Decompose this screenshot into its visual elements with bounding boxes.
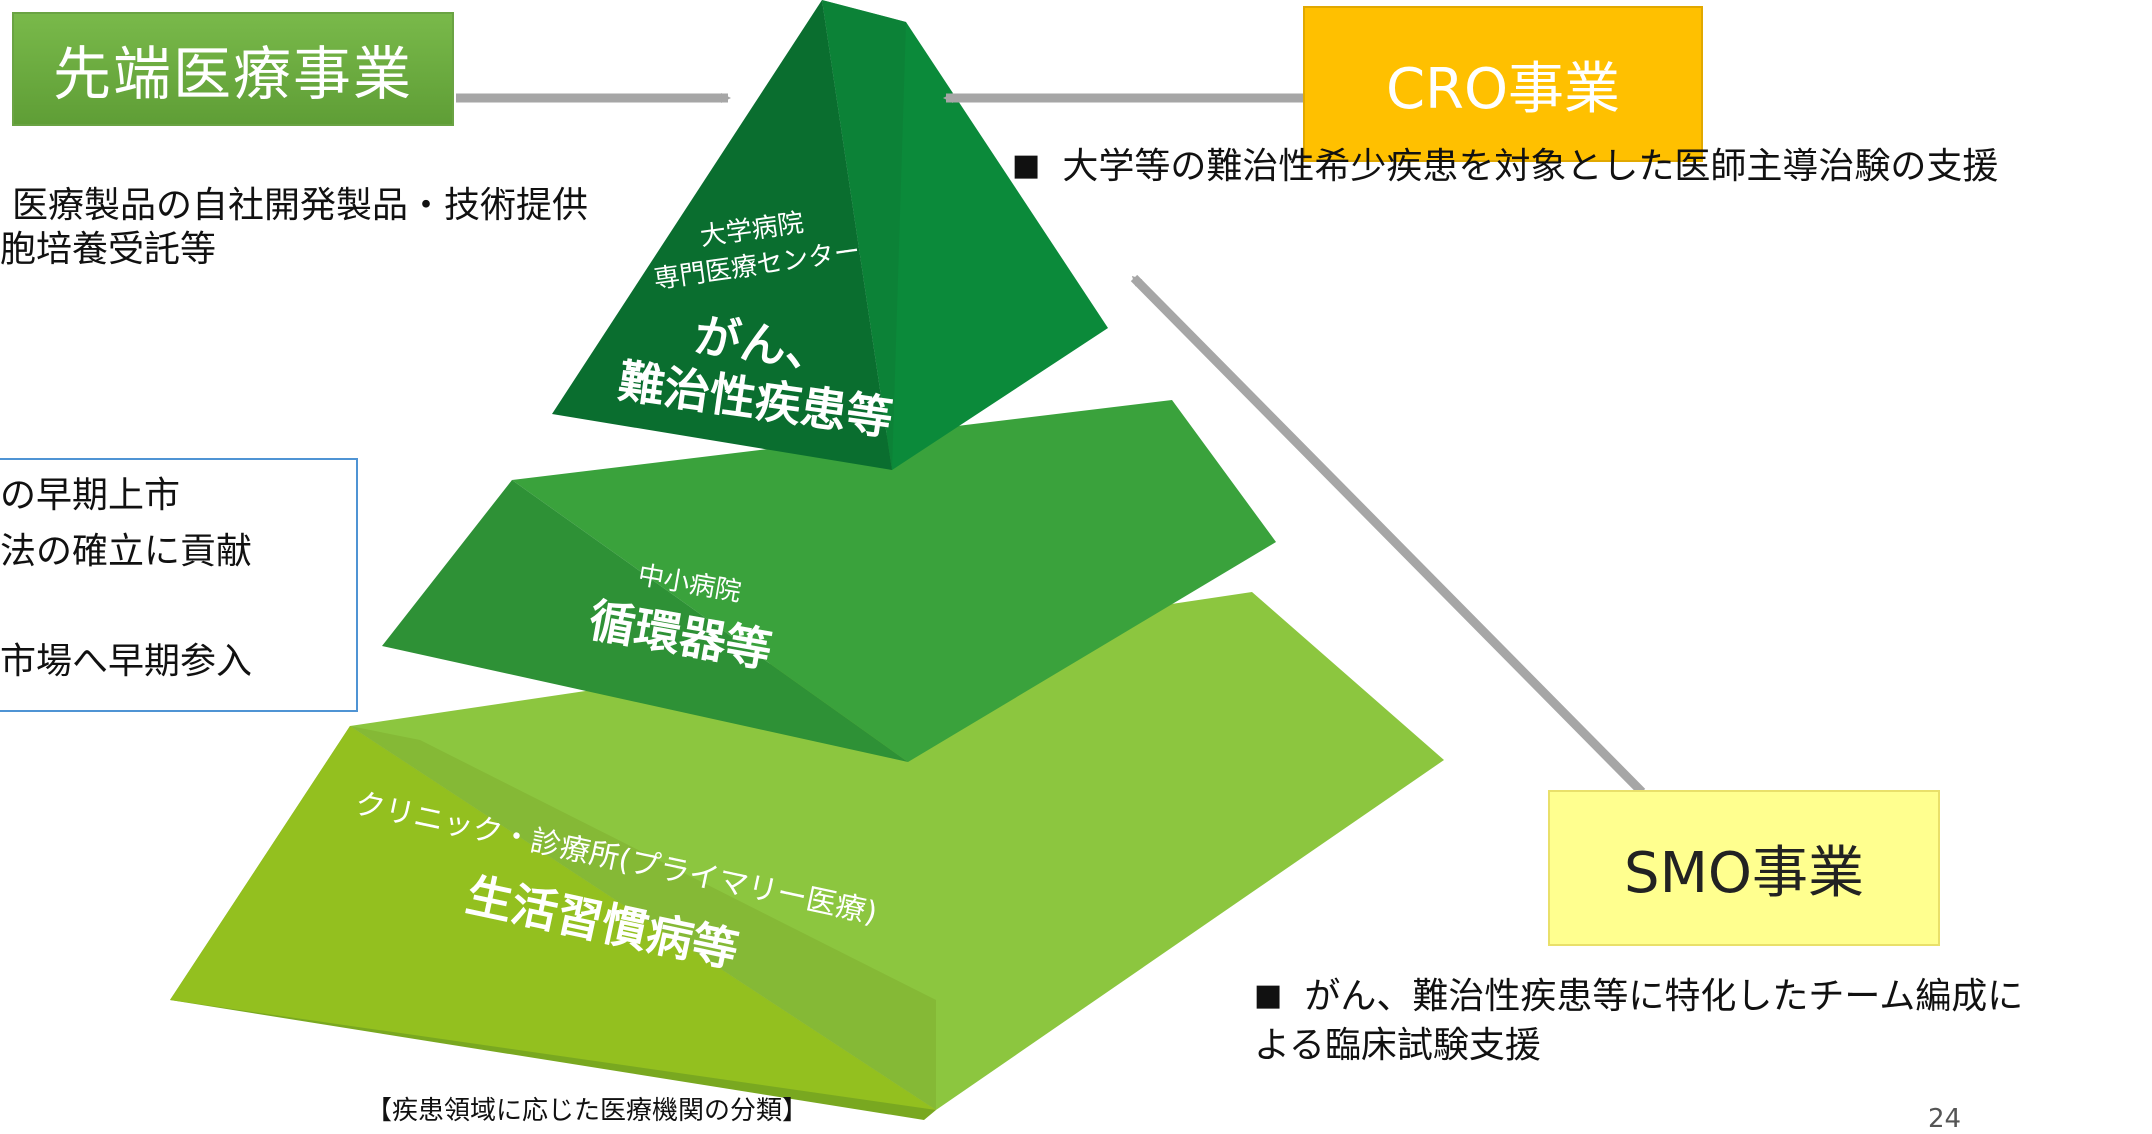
smo-bullet-text-1: がん、難治性疾患等に特化したチーム編成に	[1304, 976, 2024, 1017]
smo-bullet-line-1: ■ がん、難治性疾患等に特化したチーム編成に	[1254, 974, 2023, 1019]
advanced-medicine-label: 先端医療事業	[52, 40, 413, 108]
cro-box: CRO事業	[1303, 6, 1703, 162]
cro-label: CRO事業	[1385, 56, 1621, 122]
advanced-medicine-bullet-1: 医療製品の自社開発製品・技術提供	[12, 185, 589, 226]
benefits-box	[0, 458, 358, 712]
pyramid-tier-top	[552, 0, 1108, 470]
smo-label: SMO事業	[1624, 840, 1864, 906]
cro-bullet: ■ 大学等の難治性希少疾患を対象とした医師主導治験の支援	[1012, 144, 1998, 189]
benefits-line-2: 法の確立に貢献	[0, 531, 253, 572]
smo-box: SMO事業	[1548, 790, 1940, 946]
diagram-caption: 【疾患領域に応じた医療機関の分類】	[366, 1096, 809, 1126]
pyramid-tier-middle	[382, 400, 1276, 762]
advanced-medicine-box: 先端医療事業	[12, 12, 454, 126]
page-number: 24	[1928, 1104, 1962, 1134]
bullet-square-icon: ■	[1012, 148, 1041, 183]
arrow-smo-to-pyramid	[1130, 274, 1646, 796]
advanced-medicine-bullet-2: 胞培養受託等	[0, 229, 217, 270]
bullet-square-icon: ■	[1254, 978, 1283, 1013]
smo-bullet-line-2: よる臨床試験支援	[1254, 1025, 1541, 1066]
cro-bullet-text: 大学等の難治性希少疾患を対象とした医師主導治験の支援	[1062, 146, 1999, 187]
pyramid-tier-bottom	[170, 592, 1444, 1120]
benefits-line-1: の早期上市	[0, 475, 181, 516]
benefits-line-3: 市場へ早期参入	[0, 641, 253, 682]
